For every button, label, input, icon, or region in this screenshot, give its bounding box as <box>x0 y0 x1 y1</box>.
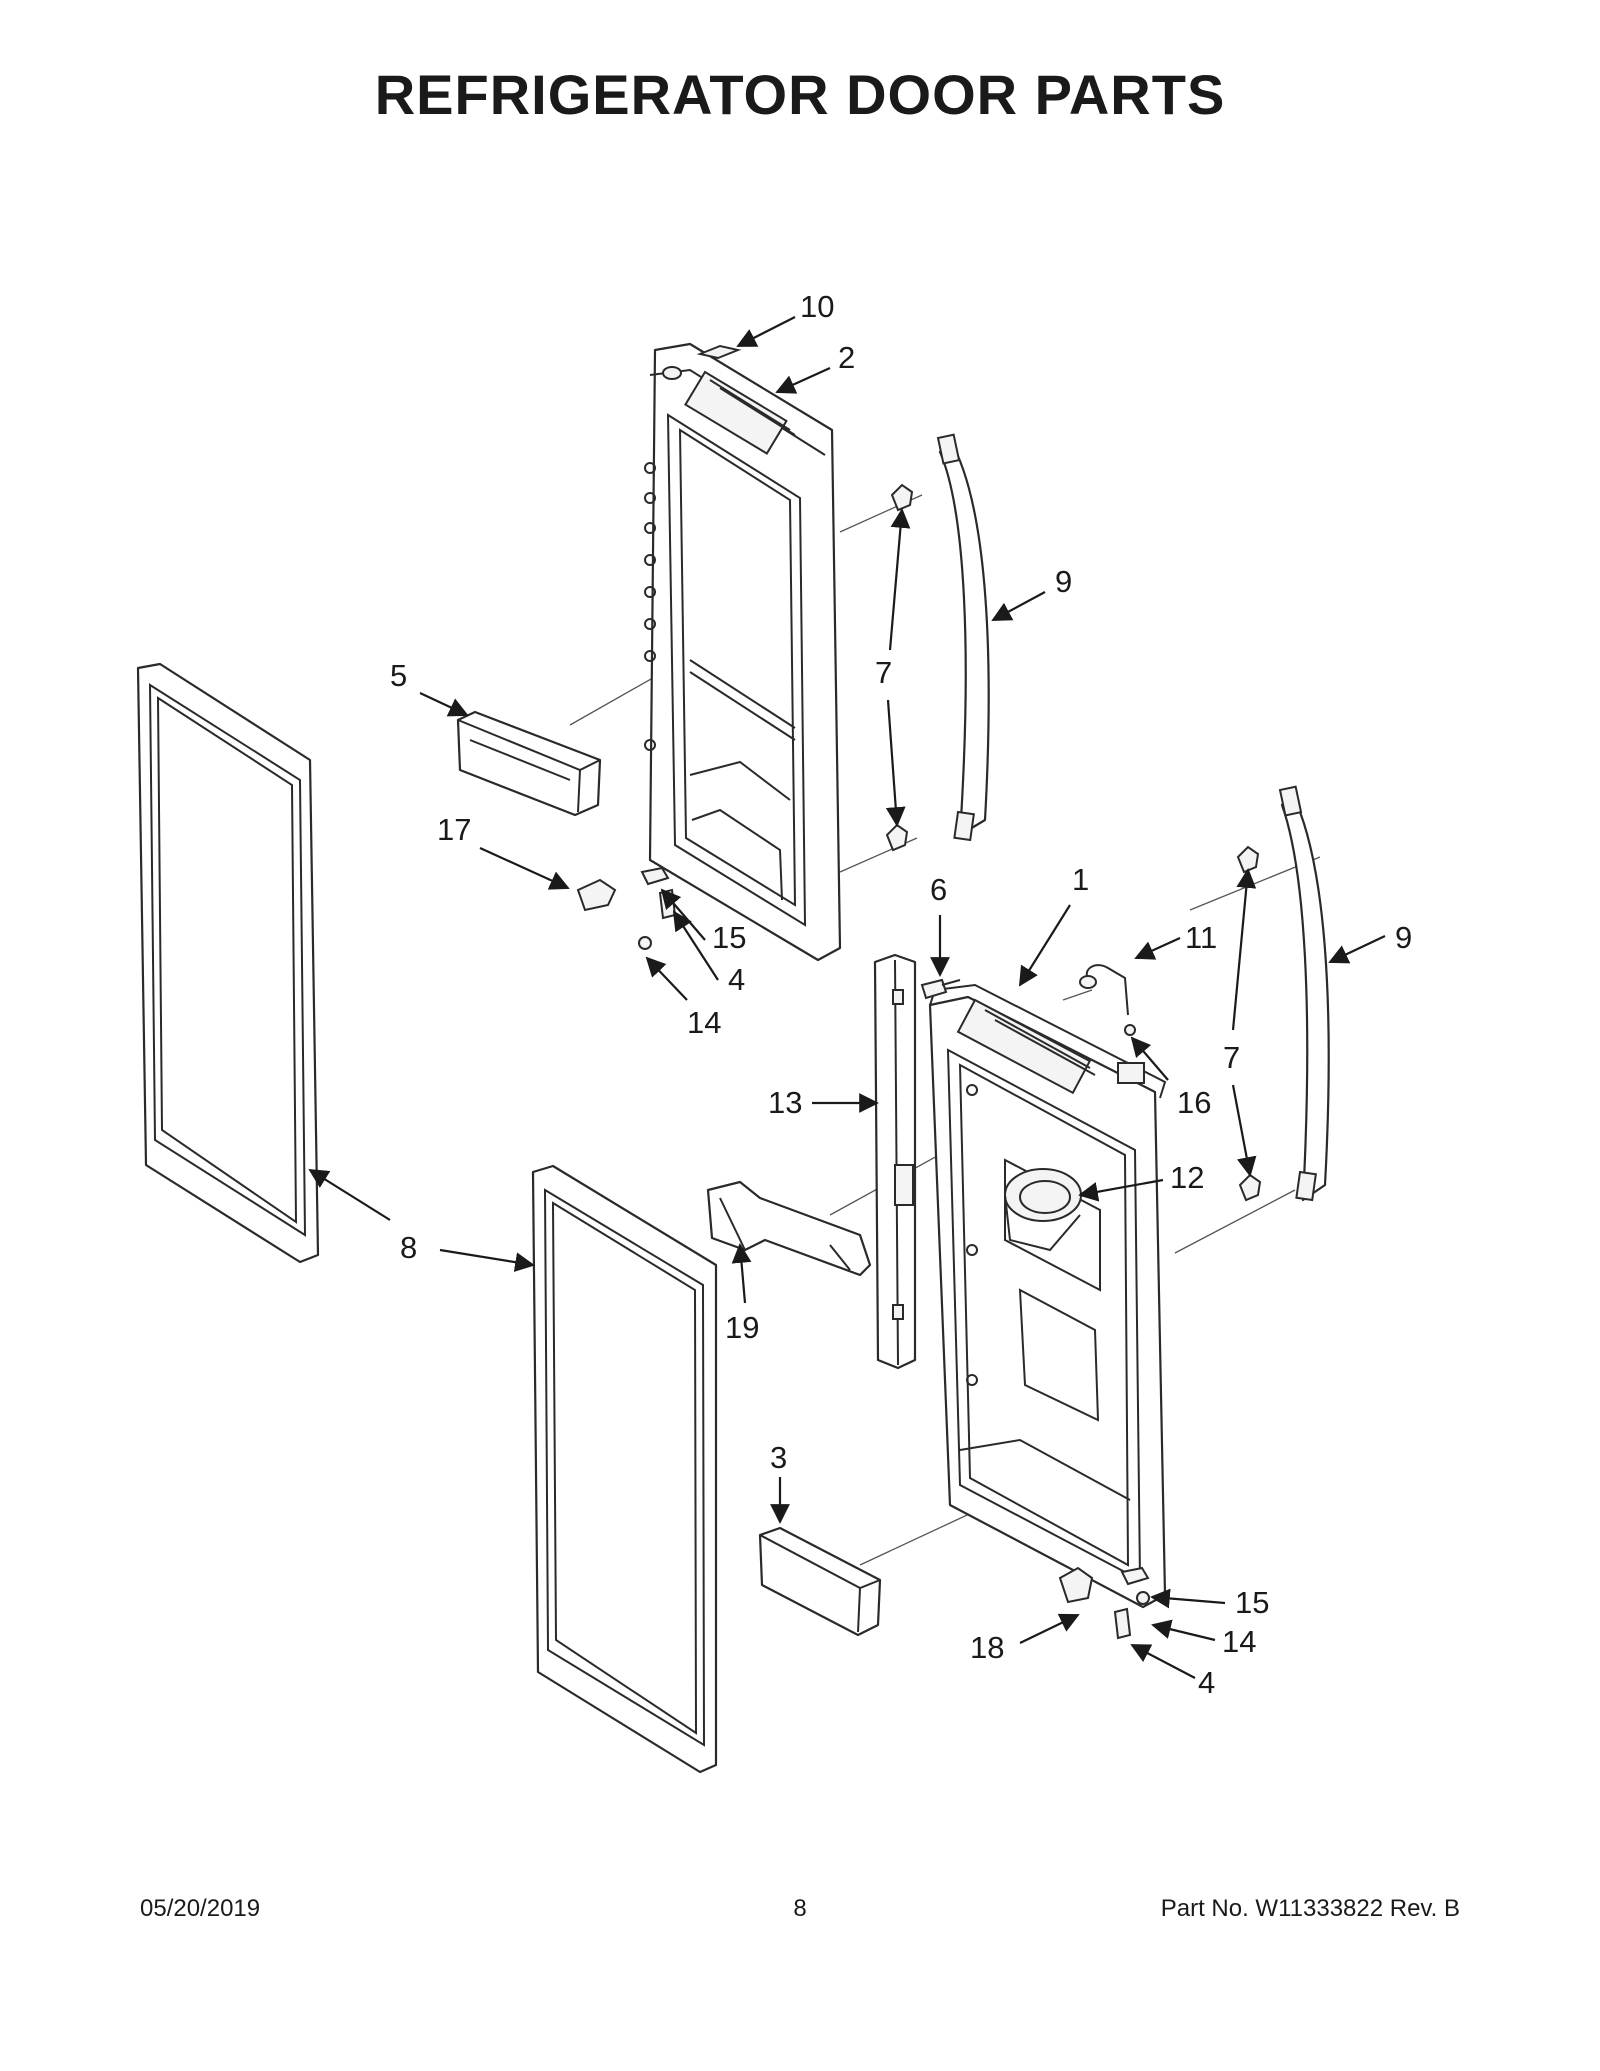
callout-9-upper: 9 <box>1055 564 1072 599</box>
door-bin-lower <box>758 1526 882 1637</box>
right-door-liner <box>928 983 1167 1609</box>
left-door-liner <box>644 342 842 962</box>
callout-10: 10 <box>800 289 834 324</box>
callout-leaders <box>308 316 1386 1679</box>
callout-3: 3 <box>770 1440 787 1475</box>
callout-7-upper: 7 <box>875 655 892 690</box>
tube-clip <box>1124 1024 1136 1036</box>
page-title: REFRIGERATOR DOOR PARTS <box>374 63 1226 126</box>
callout-8: 8 <box>400 1230 417 1265</box>
callout-7-lower: 7 <box>1223 1040 1240 1075</box>
door-handle-upper <box>936 433 990 842</box>
callout-18: 18 <box>970 1630 1004 1665</box>
callout-1: 1 <box>1072 862 1089 897</box>
callout-12: 12 <box>1170 1160 1204 1195</box>
mounting-screw <box>920 978 961 1000</box>
hinge-hardware-right <box>1113 1566 1150 1640</box>
callout-2: 2 <box>838 340 855 375</box>
water-tube <box>1079 964 1129 1016</box>
callout-14-right: 14 <box>1222 1624 1256 1659</box>
door-cap <box>696 344 742 360</box>
handle-mount-studs <box>885 483 1262 1202</box>
door-hinge-right <box>1058 1566 1094 1604</box>
footer-page-number: 8 <box>793 1895 807 1922</box>
callout-9-lower: 9 <box>1395 920 1412 955</box>
callout-numbers: 10 2 9 7 5 17 15 4 14 6 1 11 9 7 16 13 1… <box>390 289 1412 1700</box>
callout-17: 17 <box>437 812 471 847</box>
door-bin-upper <box>456 710 602 817</box>
door-handle-lower <box>1278 785 1330 1202</box>
dispenser-bracket <box>706 1180 872 1277</box>
door-hinge-panel <box>873 953 917 1370</box>
door-gasket-left <box>136 662 320 1264</box>
callout-16: 16 <box>1177 1085 1211 1120</box>
callout-11: 11 <box>1185 920 1217 955</box>
callout-19: 19 <box>725 1310 759 1345</box>
callout-15-right: 15 <box>1235 1585 1269 1620</box>
footer-date: 05/20/2019 <box>140 1895 261 1922</box>
callout-14-left: 14 <box>687 1005 721 1040</box>
door-hinge-left <box>576 878 617 912</box>
hinge-hardware-left <box>638 866 677 950</box>
callout-4-right: 4 <box>1198 1665 1215 1700</box>
footer-part-number: Part No. W11333822 Rev. B <box>1160 1895 1460 1922</box>
callout-6: 6 <box>930 872 947 907</box>
callout-13: 13 <box>768 1085 802 1120</box>
callout-15-left: 15 <box>712 920 746 955</box>
callout-4-left: 4 <box>728 962 745 997</box>
callout-5: 5 <box>390 658 407 693</box>
door-gasket-right <box>531 1164 718 1774</box>
